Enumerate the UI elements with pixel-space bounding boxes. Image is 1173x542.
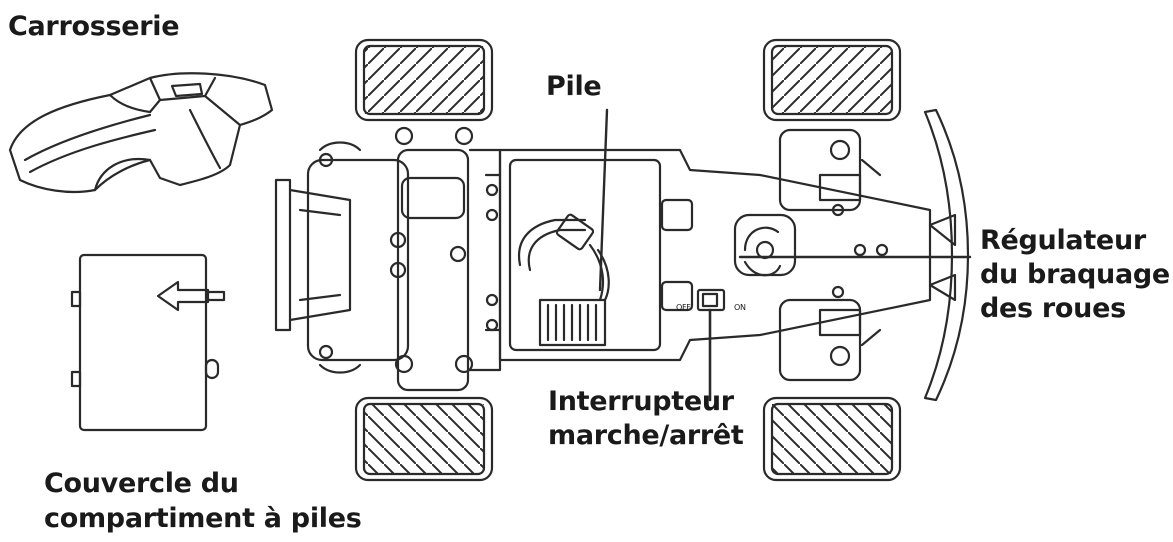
power-switch bbox=[696, 288, 726, 402]
switch-on-label: ON bbox=[734, 303, 746, 312]
steering-trim-knob bbox=[733, 213, 972, 277]
wheel-rear-right bbox=[762, 396, 902, 482]
wheel-front-right bbox=[762, 38, 902, 122]
switch-off-label: OFF bbox=[676, 303, 691, 312]
label-carrosserie: Carrosserie bbox=[8, 11, 180, 42]
label-interrupteur: Interrupteur marche/arrêt bbox=[548, 386, 744, 451]
chassis-plate bbox=[484, 148, 932, 362]
leader-line-pile bbox=[598, 108, 609, 292]
label-pile: Pile bbox=[546, 71, 602, 102]
front-bumper bbox=[923, 108, 970, 402]
battery-pack bbox=[517, 213, 610, 347]
label-regulateur-braquage: Régulateur du braquage des roues bbox=[980, 225, 1170, 324]
wheel-rear-left bbox=[354, 396, 494, 482]
rear-motor-block bbox=[274, 126, 502, 392]
front-suspension bbox=[778, 128, 882, 382]
wheel-front-left bbox=[354, 38, 494, 122]
label-couvercle: Couvercle du compartiment à piles bbox=[44, 468, 362, 534]
battery-cover bbox=[70, 253, 226, 432]
car-body-shell bbox=[8, 72, 274, 194]
